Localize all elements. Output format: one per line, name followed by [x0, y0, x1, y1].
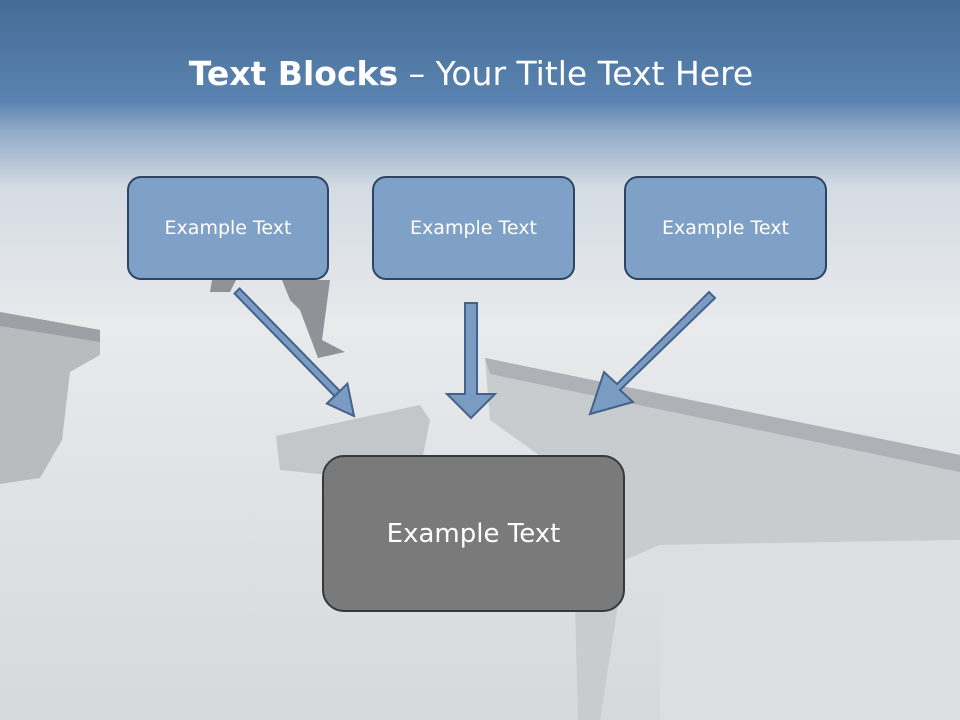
- text-box-left-label: Example Text: [164, 217, 292, 239]
- title-rest: Your Title Text Here: [435, 54, 754, 93]
- text-box-middle[interactable]: Example Text: [372, 176, 575, 280]
- title-dash: –: [398, 54, 436, 93]
- text-box-left[interactable]: Example Text: [127, 176, 329, 280]
- arrow-middle: [444, 302, 498, 420]
- text-box-right[interactable]: Example Text: [624, 176, 827, 280]
- title-bold: Text Blocks: [188, 54, 399, 93]
- text-box-middle-label: Example Text: [410, 217, 537, 239]
- text-box-bottom[interactable]: Example Text: [322, 455, 625, 612]
- arrow-right: [588, 290, 717, 416]
- text-box-bottom-label: Example Text: [386, 518, 561, 549]
- slide-title: Text Blocks – Your Title Text Here: [0, 54, 942, 93]
- arrow-left: [233, 287, 356, 418]
- text-box-right-label: Example Text: [662, 217, 789, 239]
